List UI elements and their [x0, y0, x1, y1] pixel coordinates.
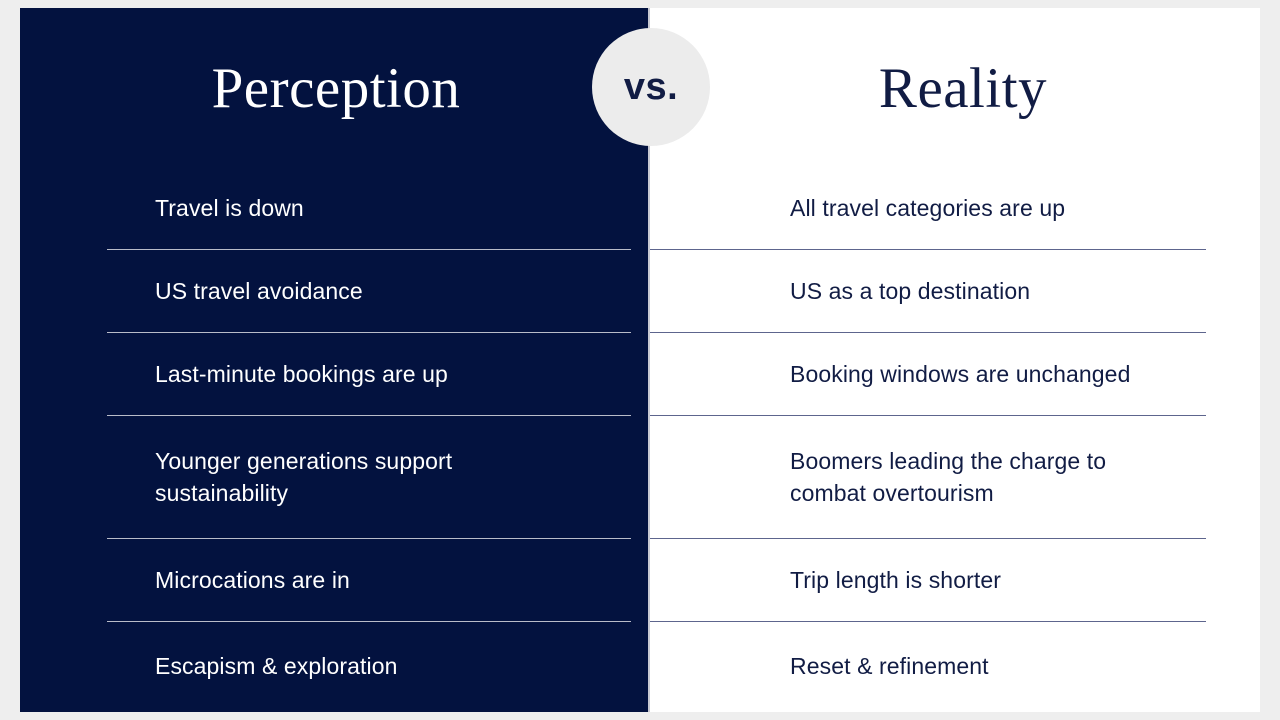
comparison-slide: Perception Reality vs. Travel is down Al… [20, 8, 1260, 712]
row-divider-right [650, 249, 1206, 250]
row-divider-left [107, 621, 631, 622]
row-divider-left [107, 249, 631, 250]
perception-text: Younger generations support sustainabili… [155, 447, 453, 506]
reality-cell: US as a top destination [650, 250, 1260, 333]
perception-text: Last-minute bookings are up [155, 360, 448, 387]
perception-cell: Travel is down [20, 168, 648, 250]
perception-cell: US travel avoidance [20, 250, 648, 333]
perception-text: US travel avoidance [155, 277, 363, 304]
reality-text: All travel categories are up [790, 195, 1066, 222]
perception-text: Microcations are in [155, 566, 350, 593]
row-divider-right [650, 538, 1206, 539]
reality-cell: Reset & refinement [650, 622, 1260, 712]
table-row: Microcations are in Trip length is short… [20, 539, 1260, 622]
perception-heading: Perception [211, 57, 461, 120]
perception-cell: Younger generations support sustainabili… [20, 416, 648, 539]
reality-text: Reset & refinement [790, 653, 989, 680]
reality-cell: Boomers leading the charge to combat ove… [650, 416, 1260, 539]
row-divider-right [650, 332, 1206, 333]
reality-text: Booking windows are unchanged [790, 360, 1131, 387]
row-divider-right [650, 621, 1206, 622]
row-divider-left [107, 538, 631, 539]
table-row: Younger generations support sustainabili… [20, 416, 1260, 539]
panel-divider [648, 8, 650, 712]
row-divider-left [107, 415, 631, 416]
row-divider-right [650, 415, 1206, 416]
vs-badge: vs. [592, 28, 710, 146]
vs-label: vs. [623, 66, 679, 108]
reality-cell: Trip length is shorter [650, 539, 1260, 622]
reality-text: US as a top destination [790, 277, 1031, 304]
perception-panel [20, 8, 648, 712]
reality-cell: All travel categories are up [650, 168, 1260, 250]
table-row: Escapism & exploration Reset & refinemen… [20, 622, 1260, 712]
table-row: Last-minute bookings are up Booking wind… [20, 333, 1260, 416]
perception-text: Travel is down [155, 195, 304, 222]
reality-text: Trip length is shorter [790, 566, 1001, 593]
reality-cell: Booking windows are unchanged [650, 333, 1260, 416]
comparison-rows: Travel is down All travel categories are… [20, 168, 1260, 712]
perception-cell: Last-minute bookings are up [20, 333, 648, 416]
reality-heading: Reality [878, 57, 1048, 120]
perception-cell: Escapism & exploration [20, 622, 648, 712]
perception-cell: Microcations are in [20, 539, 648, 622]
table-row: Travel is down All travel categories are… [20, 168, 1260, 250]
row-divider-left [107, 332, 631, 333]
reality-text: Boomers leading the charge to combat ove… [790, 447, 1107, 506]
table-row: US travel avoidance US as a top destinat… [20, 250, 1260, 333]
perception-text: Escapism & exploration [155, 653, 398, 680]
